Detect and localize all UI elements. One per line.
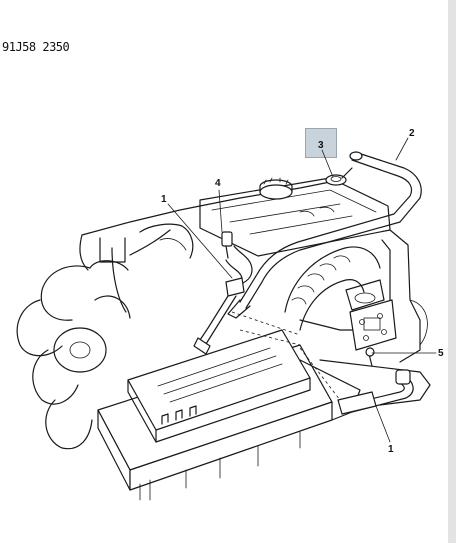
air-cleaner — [97, 329, 361, 501]
page-edge-shade — [448, 0, 456, 543]
breather-tube — [227, 151, 422, 319]
fan-illustration — [16, 260, 131, 450]
callout-3-highlight[interactable] — [305, 128, 337, 158]
callout-1-bottom: 1 — [388, 444, 394, 455]
callout-1-left: 1 — [161, 194, 167, 205]
callout-3: 3 — [318, 140, 324, 151]
engine-block — [79, 177, 431, 406]
callout-2-top: 2 — [409, 128, 415, 139]
pcv-grommet — [325, 167, 353, 186]
callout-4: 4 — [215, 178, 221, 189]
callout-5: 5 — [438, 348, 444, 359]
drawing-code: 91J58 2350 — [2, 40, 70, 54]
leader-lines — [167, 137, 437, 443]
pcv-valve-hose — [193, 231, 301, 355]
intake-hose — [284, 246, 397, 351]
